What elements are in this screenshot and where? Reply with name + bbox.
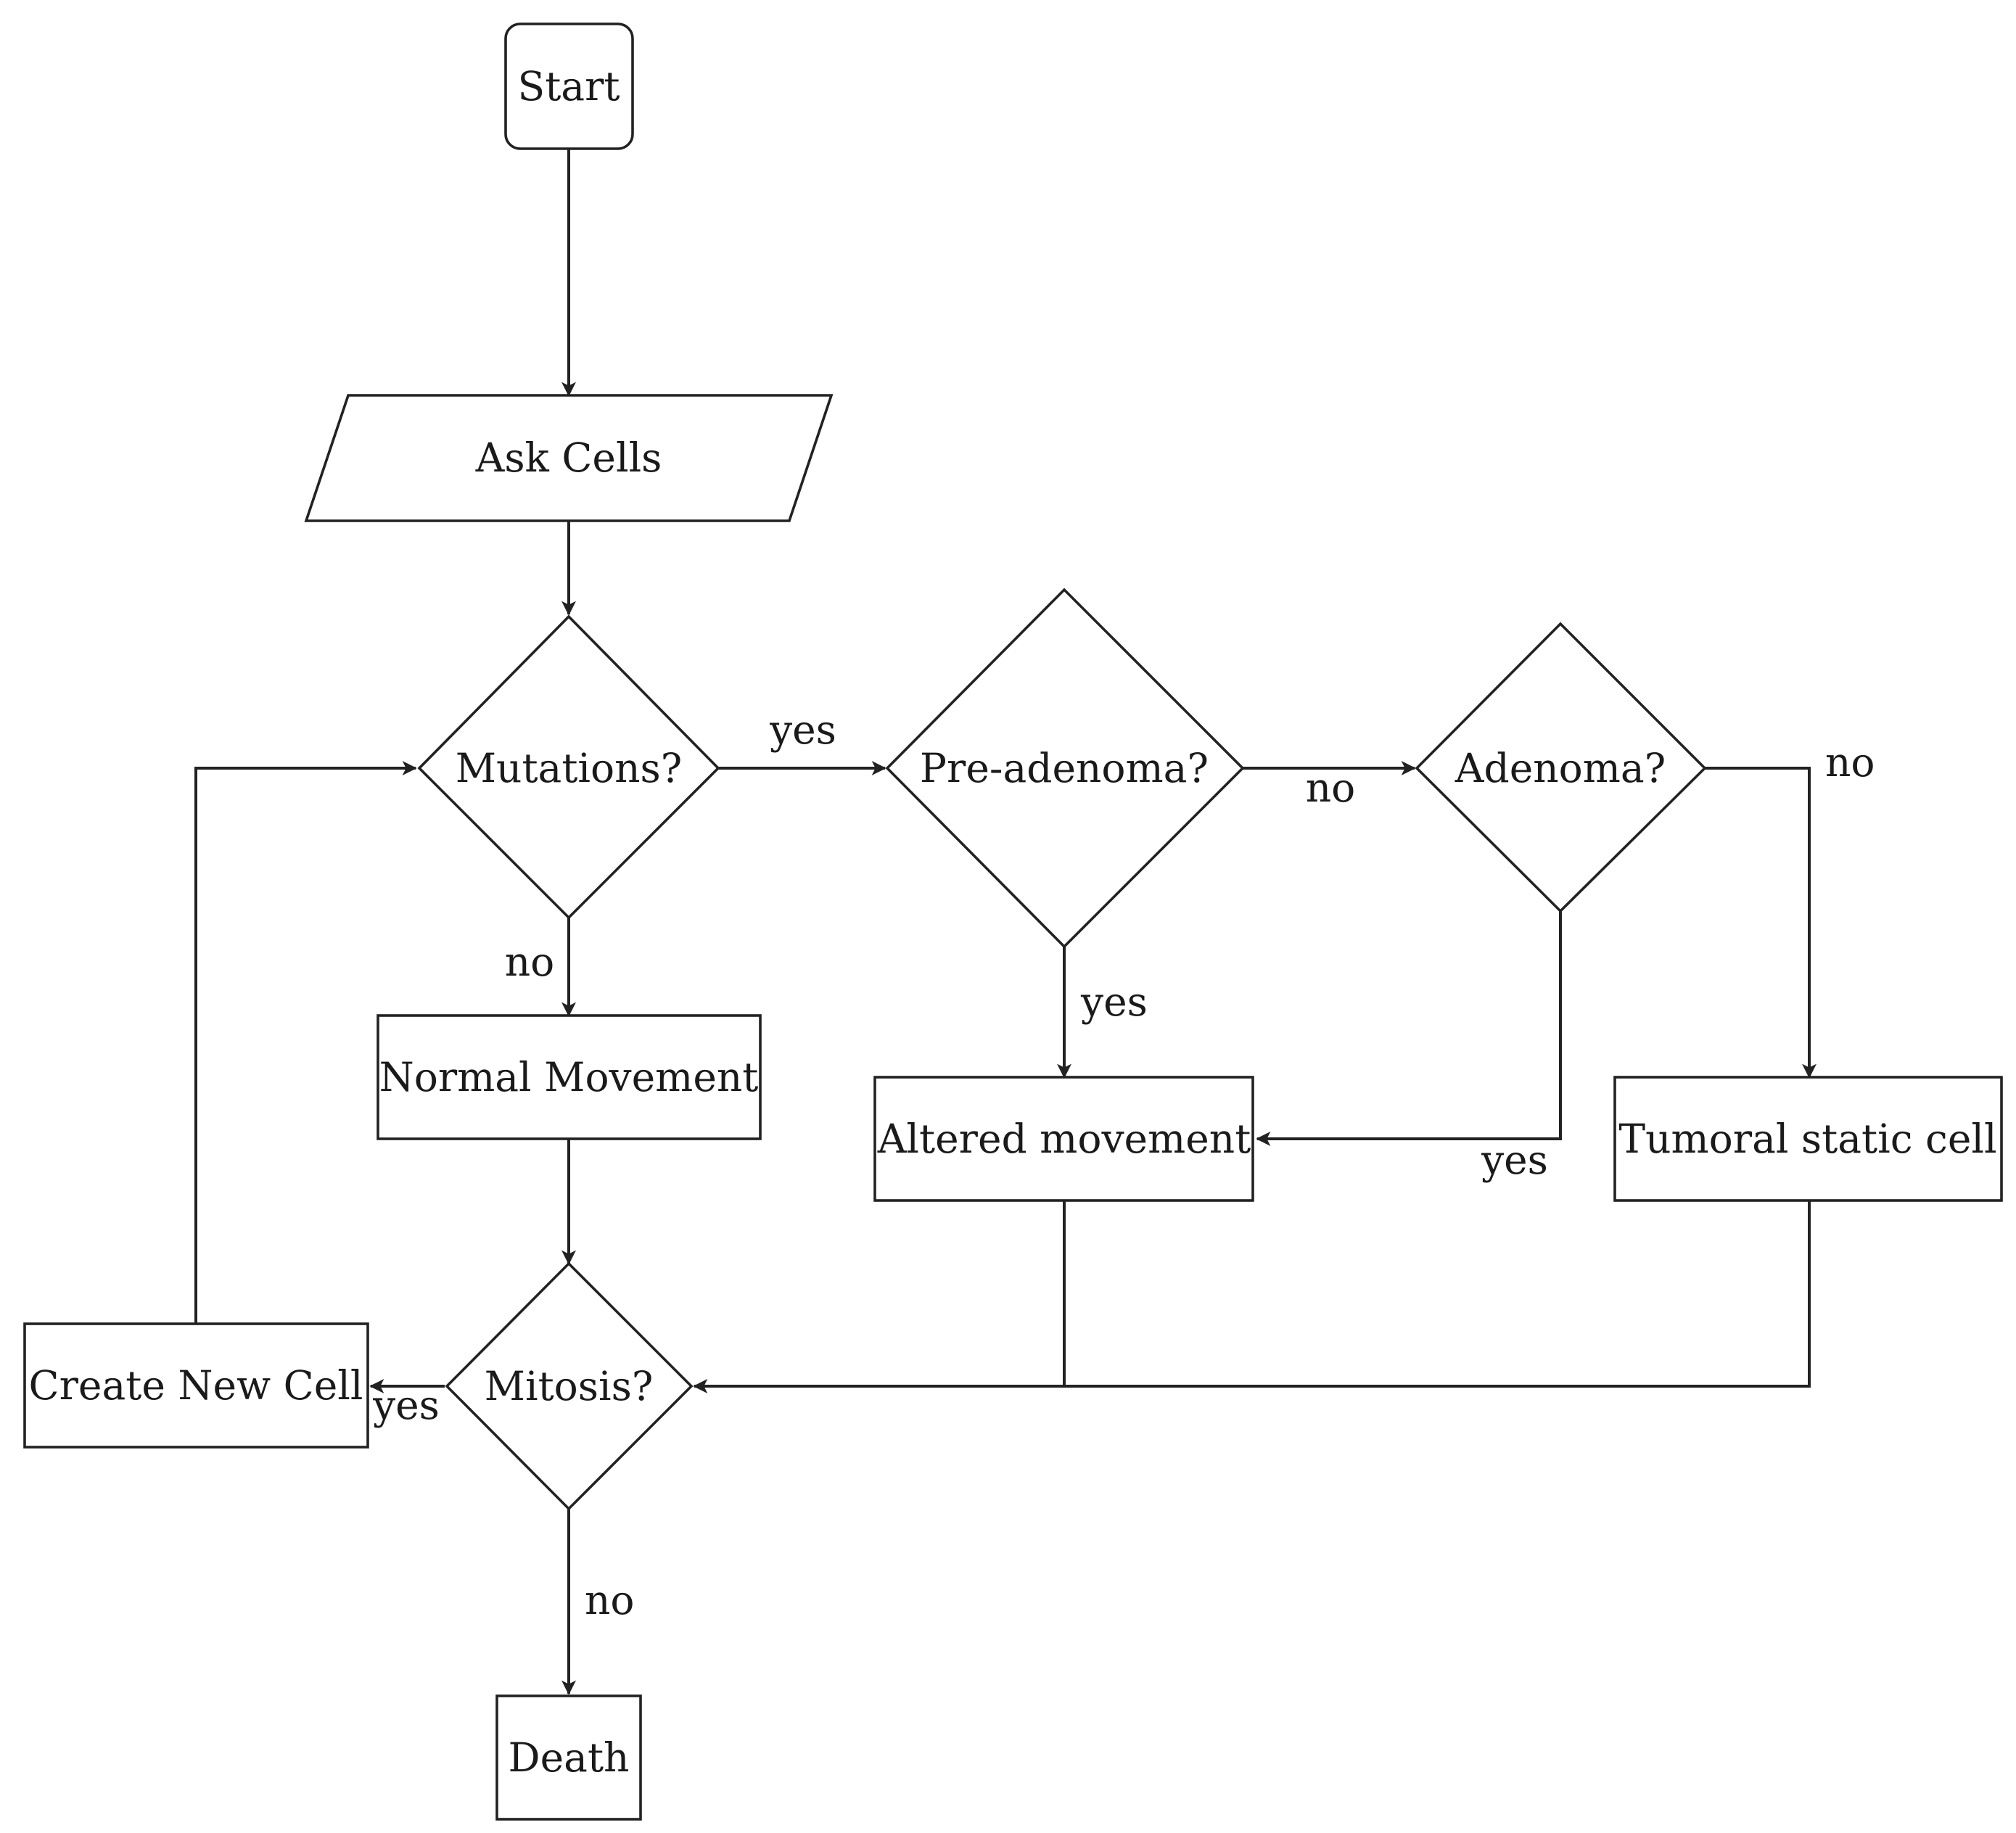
ask-cells-parallelogram-shape bbox=[304, 394, 834, 522]
edge-tumoral-static-cell-to-mitosis bbox=[693, 1200, 1811, 1393]
altered-movement-label: Altered movement bbox=[877, 1116, 1251, 1162]
create-new-cell-label: Create New Cell bbox=[29, 1362, 363, 1409]
create-new-cell-node: Create New Cell bbox=[23, 1322, 369, 1449]
pre-adenoma-label: Pre-adenoma? bbox=[920, 745, 1209, 791]
start-label: Start bbox=[518, 63, 620, 110]
ask-cells-node: Ask Cells bbox=[304, 394, 834, 522]
tumoral-static-cell-box bbox=[1613, 1076, 2003, 1202]
pre-adenoma-decision: Pre-adenoma? bbox=[885, 588, 1245, 949]
label-mutations-yes: yes bbox=[769, 707, 836, 753]
mitosis-label: Mitosis? bbox=[485, 1363, 654, 1409]
label-mitosis-yes: yes bbox=[372, 1382, 440, 1428]
edge-adenoma-no-to-tumoral-static-cell bbox=[1705, 767, 1817, 1079]
ask-cells-label: Ask Cells bbox=[475, 434, 662, 481]
mitosis-diamond-shape bbox=[445, 1261, 694, 1511]
start-terminator-shape bbox=[504, 22, 634, 150]
tumoral-static-cell-node: Tumoral static cell bbox=[1613, 1076, 2003, 1202]
label-mitosis-no: no bbox=[585, 1577, 635, 1623]
normal-movement-box bbox=[377, 1014, 762, 1140]
mitosis-decision: Mitosis? bbox=[445, 1261, 694, 1511]
adenoma-decision: Adenoma? bbox=[1415, 622, 1707, 913]
pre-adenoma-diamond-shape bbox=[885, 588, 1245, 949]
label-pre-adenoma-no: no bbox=[1306, 765, 1356, 811]
mutations-decision: Mutations? bbox=[417, 614, 720, 920]
normal-movement-node: Normal Movement bbox=[377, 1014, 762, 1140]
death-node: Death bbox=[495, 1694, 642, 1821]
start-node: Start bbox=[504, 22, 634, 150]
tumoral-static-cell-label: Tumoral static cell bbox=[1618, 1116, 1996, 1162]
edge-adenoma-yes-to-altered-movement bbox=[1256, 911, 1562, 1146]
label-adenoma-yes: yes bbox=[1481, 1137, 1548, 1183]
label-mutations-no: no bbox=[505, 939, 555, 985]
create-new-cell-box bbox=[23, 1322, 369, 1449]
altered-movement-box bbox=[873, 1076, 1254, 1202]
adenoma-diamond-shape bbox=[1415, 622, 1707, 913]
label-pre-adenoma-yes: yes bbox=[1080, 979, 1148, 1025]
edge-labels: yes no no yes no yes yes no bbox=[372, 707, 1875, 1623]
altered-movement-node: Altered movement bbox=[873, 1076, 1254, 1202]
death-label: Death bbox=[509, 1734, 630, 1781]
label-adenoma-no: no bbox=[1825, 739, 1875, 786]
edge-create-new-cell-loop-to-mutations bbox=[194, 761, 417, 1324]
mutations-diamond-shape bbox=[417, 614, 720, 920]
death-box bbox=[495, 1694, 642, 1821]
normal-movement-label: Normal Movement bbox=[379, 1054, 759, 1100]
adenoma-label: Adenoma? bbox=[1455, 745, 1666, 791]
mutations-label: Mutations? bbox=[456, 745, 683, 791]
edges bbox=[194, 149, 1817, 1695]
